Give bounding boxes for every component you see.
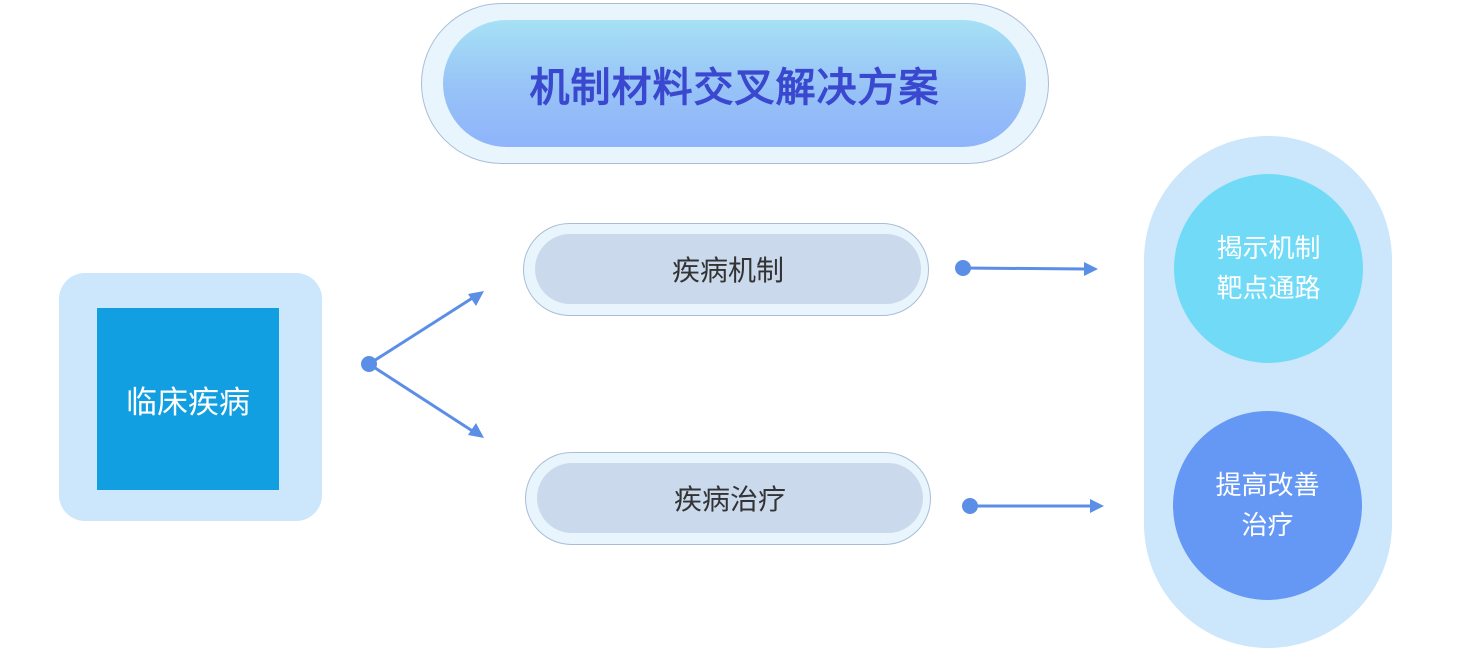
fork-arrow-up-line — [368, 295, 475, 366]
outcome-treatment-line2: 治疗 — [1241, 510, 1294, 541]
title-capsule: 机制材料交叉解决方案 — [443, 20, 1026, 147]
outcome-mechanism-line1: 揭示机制 — [1216, 233, 1321, 264]
treatment-pill: 疾病治疗 — [537, 463, 923, 533]
fork-arrow-up-head — [468, 291, 484, 306]
fork-arrow-down-head — [468, 423, 484, 438]
fork-arrow-down-line — [368, 362, 475, 434]
outcome-mechanism-line2: 靶点通路 — [1216, 273, 1321, 304]
mechanism-label: 疾病机制 — [671, 254, 784, 287]
clinical-disease-label: 临床疾病 — [126, 384, 250, 421]
outcome-mechanism-circle: 揭示机制 靶点通路 — [1174, 174, 1363, 363]
mechanism-arrow-line — [962, 266, 1087, 271]
treatment-label: 疾病治疗 — [673, 483, 786, 516]
clinical-disease-box: 临床疾病 — [97, 308, 279, 490]
mechanism-pill: 疾病机制 — [535, 234, 921, 304]
outcome-treatment-line1: 提高改善 — [1215, 470, 1320, 501]
diagram-title: 机制材料交叉解决方案 — [529, 64, 940, 111]
treatment-arrow-head — [1090, 499, 1104, 513]
outcome-treatment-circle: 提高改善 治疗 — [1173, 411, 1362, 600]
mechanism-arrow-head — [1084, 262, 1098, 276]
